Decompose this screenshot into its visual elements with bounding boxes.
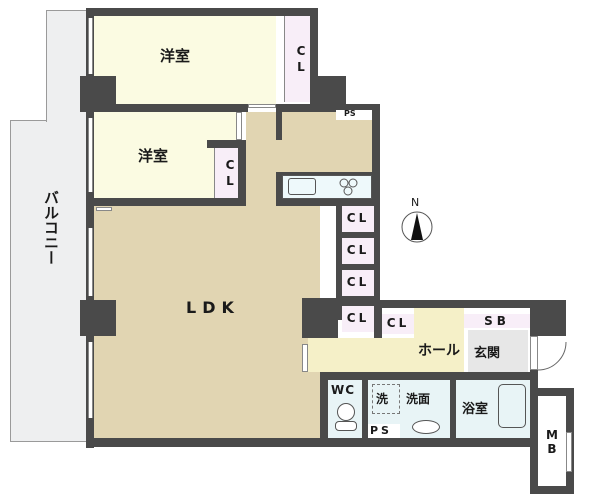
closet-bedroom-north xyxy=(284,16,310,102)
stove-icon xyxy=(339,178,358,196)
compass-icon xyxy=(401,211,433,243)
window-bedroom-north xyxy=(88,18,93,74)
room-toilet-label: WC xyxy=(331,383,356,397)
door-bedroom-north[interactable] xyxy=(248,104,276,108)
toilet-tank-icon xyxy=(335,421,357,431)
closet-hall xyxy=(382,314,414,334)
wall-column-west-1 xyxy=(80,76,116,112)
wall-bedroom-middle-east xyxy=(238,140,246,206)
wall-ldk-north xyxy=(276,104,380,112)
room-bedroom-middle-label: 洋室 xyxy=(138,147,169,165)
wall-north-right xyxy=(310,8,318,108)
shoe-box xyxy=(464,314,530,328)
window-ldk-1 xyxy=(88,228,93,296)
wall-toilet-east xyxy=(362,380,368,438)
toilet-bowl-icon xyxy=(337,403,355,421)
closet-bedroom-middle-label: CL xyxy=(223,158,237,190)
closet-ldk-4-label: CL xyxy=(346,311,370,325)
closet-ldk-3 xyxy=(342,270,374,296)
door-bedroom-middle[interactable] xyxy=(236,112,242,140)
closet-ldk-3-label: CL xyxy=(346,275,370,289)
room-entrance xyxy=(468,330,528,372)
meter-box-door[interactable] xyxy=(566,432,572,472)
closet-bedroom-north-label: CL xyxy=(294,44,308,76)
room-bath xyxy=(456,380,530,438)
room-ldk-label: LDK xyxy=(186,298,240,317)
wall-south xyxy=(86,438,538,447)
room-bedroom-north xyxy=(94,16,276,104)
wall-north-top xyxy=(86,8,318,16)
pipe-space-top xyxy=(336,110,372,120)
window-slit xyxy=(96,207,112,211)
closet-ldk-2 xyxy=(342,238,374,264)
sink-icon xyxy=(288,178,316,195)
pipe-space-bottom-label: PS xyxy=(370,424,392,437)
balcony xyxy=(10,120,88,442)
window-ldk-2 xyxy=(88,342,93,418)
wall-column-west-2 xyxy=(80,300,116,336)
wall-ldk-east xyxy=(372,104,380,200)
room-entrance-label: 玄関 xyxy=(474,346,501,361)
compass-n-label: N xyxy=(411,196,420,209)
closet-ldk-1-label: CL xyxy=(346,211,370,225)
door-hall-ldk[interactable] xyxy=(302,344,308,372)
room-hall xyxy=(308,338,464,372)
washbasin-icon xyxy=(412,420,440,434)
window-bedroom-middle xyxy=(88,118,93,192)
kitchen-counter xyxy=(282,175,372,199)
room-hall-label: ホール xyxy=(418,343,460,359)
wall-wash-bath xyxy=(450,380,456,438)
wall-wet-west xyxy=(320,372,328,446)
closet-ldk-4 xyxy=(342,306,374,332)
shoe-box-label: SB xyxy=(484,314,510,328)
front-door[interactable] xyxy=(530,336,538,370)
closet-hall-label: CL xyxy=(386,316,410,330)
closet-bedroom-middle xyxy=(214,148,238,198)
front-door-swing-icon xyxy=(538,341,567,371)
wall-stub xyxy=(276,104,282,140)
room-bedroom-north-label: 洋室 xyxy=(160,47,191,65)
balcony-upper xyxy=(46,10,88,122)
room-bath-label: 浴室 xyxy=(462,402,489,417)
washer-label: 洗 xyxy=(376,392,389,406)
meter-box-label: MB xyxy=(545,428,559,456)
pipe-space-top-label: PS xyxy=(344,109,356,118)
wall-cl-divider xyxy=(374,306,382,342)
pipe-space-bottom xyxy=(368,424,400,438)
wall-bedroom-divider xyxy=(86,104,248,112)
bathtub-icon xyxy=(498,384,526,428)
wall-column-ldk-east xyxy=(302,298,338,338)
washer-area xyxy=(372,384,400,414)
closet-ldk-2-label: CL xyxy=(346,243,370,257)
wall-bedroom-ldk-divider xyxy=(86,198,246,206)
wall-bedroom-middle-east-top xyxy=(207,140,246,148)
room-washroom-label: 洗面 xyxy=(406,392,431,406)
meter-box xyxy=(538,396,566,486)
wall-hall-north xyxy=(336,300,544,308)
closet-ldk-1 xyxy=(342,206,374,232)
wall-wet-north xyxy=(320,372,538,380)
room-ldk-mid xyxy=(246,200,320,310)
balcony-label: バルコニー xyxy=(42,190,60,265)
room-hall-upper xyxy=(414,308,464,338)
